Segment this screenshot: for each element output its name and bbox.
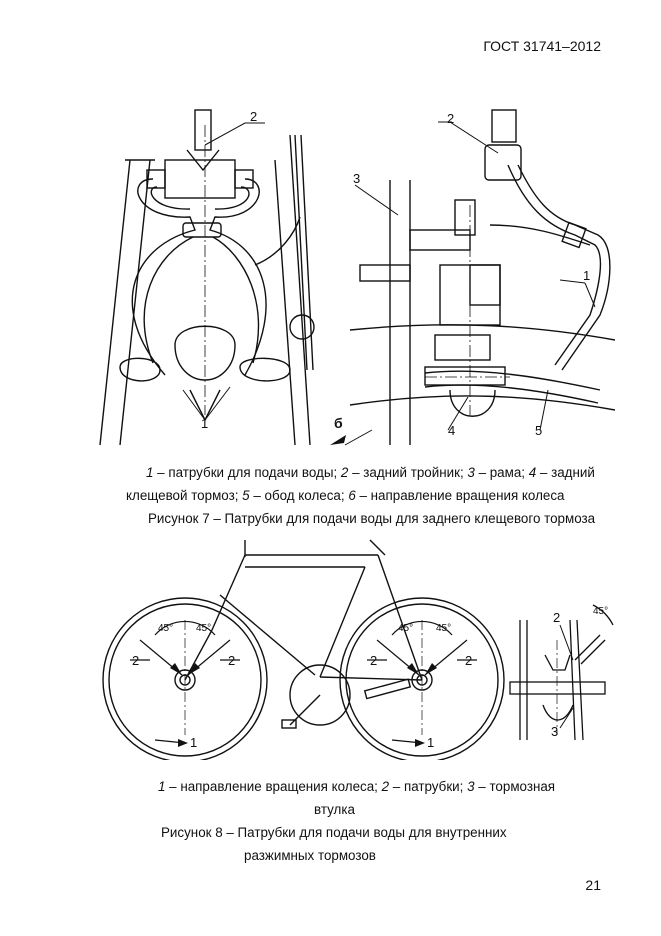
fig7-legend-line1: 1 – патрубки для подачи воды; 2 – задний… [146,465,595,480]
fig8-rear-rotation: 1 [427,735,434,750]
figure7-right-drawing: 2 3 1 б 4 5 [330,109,615,446]
fig7-caption: Рисунок 7 – Патрубки для подачи воды для… [148,511,596,526]
fig8-front-rotation: 1 [190,735,197,750]
fig7-right-callout-4: 4 [448,423,455,438]
fig8-detail-hub: 3 [551,724,558,739]
fig8-caption-line1: Рисунок 8 – Патрубки для подачи воды для… [161,825,507,840]
fig8-front-nozzle-right: 2 [228,653,235,668]
fig8-detail-angle: 45° [593,606,608,617]
fig7-right-callout-5: 5 [535,423,542,438]
figure7-left-drawing: 2 1 [99,109,315,446]
figure8-detail-drawing: 45° 2 3 [509,604,614,741]
fig8-legend-line2: втулка [314,802,355,817]
fig8-legend-line1: 1 – направление вращения колеса; 2 – пат… [158,779,556,794]
fig8-rear-angle-right: 45° [436,623,451,634]
fig8-front-angle-left: 45° [158,623,173,634]
fig8-rear-nozzle-left: 2 [370,653,377,668]
fig8-front-nozzle-left: 2 [132,653,139,668]
fig7-right-callout-3: 3 [353,171,360,186]
fig8-front-angle-right: 45° [196,623,211,634]
page-number: 21 [585,877,601,893]
figure8-bicycle-drawing: 45° 45° 2 2 1 45° 45° 2 2 1 [102,539,505,760]
fig7-left-callout-1: 1 [201,416,208,431]
fig7-right-callout-6: б [334,415,343,431]
fig7-right-callout-1: 1 [583,268,590,283]
fig7-right-callout-2: 2 [447,111,454,126]
fig7-left-callout-2: 2 [250,109,257,124]
fig7-legend-line2: клещевой тормоз; 5 – обод колеса; 6 – на… [126,488,565,503]
fig8-rear-nozzle-right: 2 [465,653,472,668]
fig8-caption-line2: разжимных тормозов [244,848,376,863]
fig8-rear-angle-left: 45° [398,623,413,634]
standard-header: ГОСТ 31741–2012 [483,38,601,54]
fig8-detail-nozzle: 2 [553,610,560,625]
